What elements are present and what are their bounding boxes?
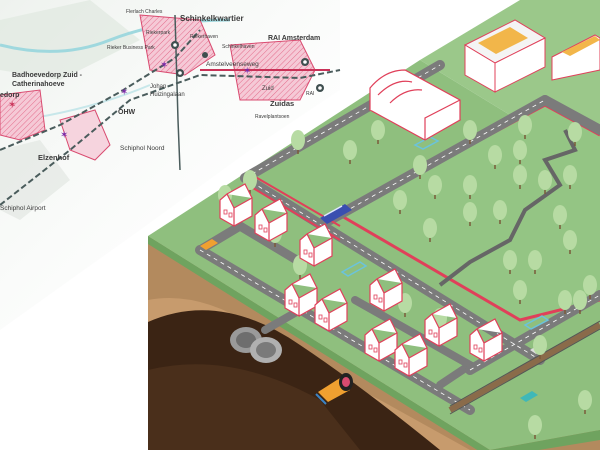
map-label-schinkelkwartier: Schinkelkwartier bbox=[180, 14, 244, 23]
map-label-schinkelhaven: Schinkelhaven bbox=[222, 44, 255, 50]
house-icon bbox=[314, 288, 348, 333]
factory-building bbox=[368, 69, 462, 141]
tree-icon bbox=[343, 140, 357, 164]
map-label-elzenhof: Elzenhof bbox=[38, 153, 70, 162]
tree-icon bbox=[393, 190, 407, 214]
tree-icon bbox=[513, 140, 527, 164]
tree-icon bbox=[518, 115, 532, 139]
house-icon bbox=[394, 333, 428, 378]
house-icon bbox=[219, 183, 253, 228]
map-label-schiphol-noord: Schiphol Noord bbox=[120, 145, 165, 152]
station-icon bbox=[301, 58, 309, 66]
tree-icon bbox=[413, 155, 427, 179]
tree-icon bbox=[493, 200, 507, 224]
house-icon bbox=[469, 318, 503, 363]
tree-icon bbox=[463, 120, 477, 144]
tree-icon bbox=[563, 165, 577, 189]
car-icon bbox=[520, 391, 538, 402]
svg-text:✶: ✶ bbox=[160, 60, 168, 71]
station-icon bbox=[176, 69, 184, 77]
tree-icon bbox=[558, 290, 572, 314]
map-label-zuid: Zuid bbox=[262, 86, 274, 92]
car-icon bbox=[200, 239, 218, 250]
tree-icon bbox=[488, 145, 502, 169]
map-label-amstelveenseweg: Amstelveenseweg bbox=[206, 61, 259, 68]
tree-icon bbox=[428, 175, 442, 199]
map-rail bbox=[174, 14, 181, 171]
soil-dark-layer bbox=[148, 364, 360, 450]
station-icon bbox=[316, 84, 324, 92]
house-icon bbox=[424, 303, 458, 348]
map-label-johan: Johan bbox=[150, 84, 166, 90]
map-label-flierlach: Flerlach Charles bbox=[126, 9, 163, 15]
tree-icon bbox=[563, 230, 577, 254]
tree-icon bbox=[583, 275, 597, 299]
house-icon bbox=[284, 273, 318, 318]
map-label-catherinahoeve: Catherinahoeve bbox=[12, 81, 65, 88]
map-rail bbox=[0, 69, 341, 206]
tree-icon bbox=[513, 280, 527, 304]
map-label-zuidas: Zuidas bbox=[270, 99, 294, 108]
tram-icon bbox=[320, 204, 352, 224]
star-icon: ✶ bbox=[160, 60, 168, 71]
tree-icon bbox=[578, 390, 592, 414]
tree-icon bbox=[463, 202, 477, 226]
tree-icon bbox=[371, 120, 385, 144]
svg-text:✶: ✶ bbox=[120, 87, 128, 98]
star-icon: ✶ bbox=[8, 100, 16, 111]
apartment-building bbox=[463, 19, 547, 93]
tree-icon bbox=[503, 250, 517, 274]
map-label-riekerhaven: Riekerhaven bbox=[190, 34, 218, 40]
house-icon bbox=[299, 223, 333, 268]
tree-icon bbox=[528, 250, 542, 274]
map-label-schiphol-airport: Schiphol Airport bbox=[0, 205, 46, 212]
station-icon bbox=[171, 41, 179, 49]
svg-text:✶: ✶ bbox=[60, 130, 68, 141]
map-label-rai-amsterdam-top: RAI Amsterdam bbox=[268, 35, 320, 42]
tree-icon bbox=[528, 415, 542, 439]
district-badhoevedorp bbox=[0, 89, 46, 141]
star-icon: ✶ bbox=[60, 130, 68, 141]
star-icon: ✶ bbox=[120, 87, 128, 98]
house-icon bbox=[254, 198, 288, 243]
tunnel-pipe bbox=[230, 327, 282, 363]
map-label-badhoevedorp: Badhoevedorp Zuid - bbox=[12, 72, 83, 79]
star-icon: ✶ bbox=[243, 66, 251, 77]
map-label-riekerbusinesspark: Rieker Business Park bbox=[107, 45, 155, 51]
map-label-rai: RAI bbox=[306, 91, 314, 97]
map-label-ravelplantsoen: Ravelplantsoen bbox=[255, 114, 290, 120]
map-rail bbox=[0, 29, 201, 151]
station-icon bbox=[202, 52, 208, 58]
house-icon bbox=[364, 318, 398, 363]
tree-icon bbox=[573, 290, 587, 314]
park-path bbox=[438, 129, 578, 287]
railway-track bbox=[448, 320, 600, 415]
tree-icon bbox=[533, 335, 547, 359]
bus-shelter-icon bbox=[340, 261, 368, 277]
tree-icon bbox=[538, 170, 552, 194]
map-label-riekerpark: Riekerpark bbox=[146, 30, 171, 36]
bus-shelter-icon bbox=[523, 315, 550, 330]
map-label-edorp: edorp bbox=[0, 92, 19, 99]
boring-machine-icon bbox=[315, 373, 353, 405]
tree-icon bbox=[513, 165, 527, 189]
tree-icon bbox=[463, 175, 477, 199]
tree-icon bbox=[568, 122, 582, 146]
tree-icon bbox=[423, 218, 437, 242]
tree-icon bbox=[553, 205, 567, 229]
map-label-huizingalaan: Huizingalaan bbox=[150, 92, 185, 98]
tree-icon bbox=[291, 130, 305, 154]
apartment-building bbox=[551, 34, 600, 81]
map-urban-area bbox=[0, 140, 70, 220]
house-group bbox=[219, 183, 503, 378]
tree-icon bbox=[243, 170, 257, 194]
map-label-ohw: OHW bbox=[118, 109, 136, 116]
map-urban-area bbox=[0, 0, 140, 80]
house-icon bbox=[369, 268, 403, 313]
svg-text:✶: ✶ bbox=[8, 100, 16, 111]
svg-text:✶: ✶ bbox=[243, 66, 251, 77]
